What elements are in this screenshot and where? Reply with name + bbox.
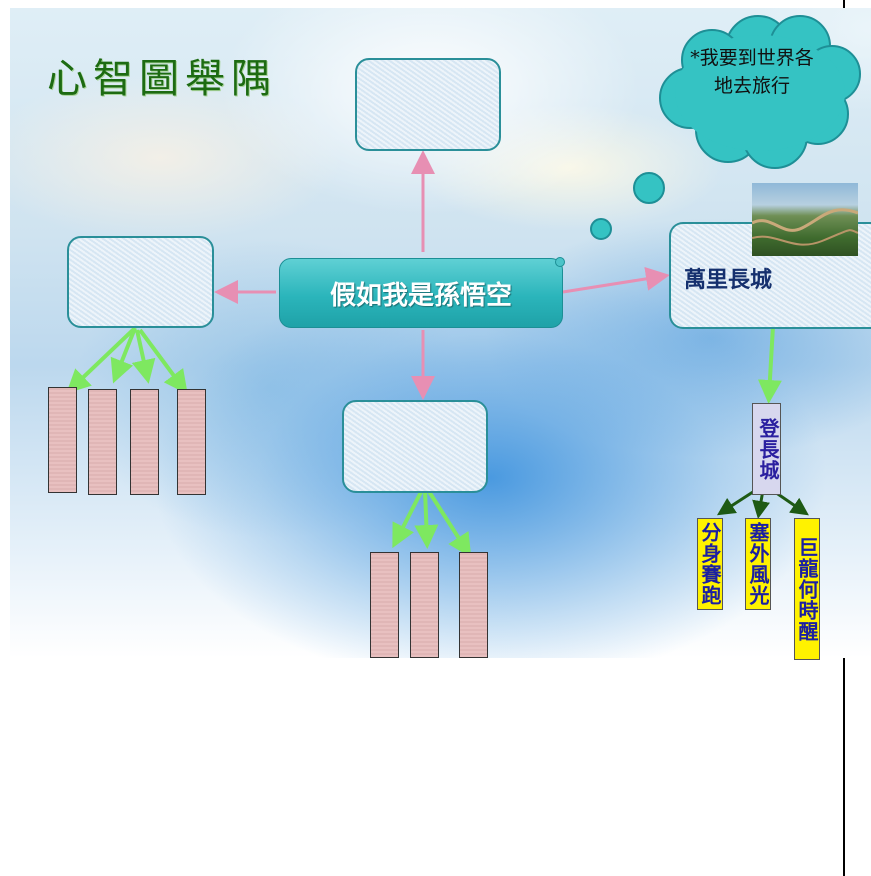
great-wall-photo [752, 183, 858, 256]
great-wall-label: 萬里長城 [684, 268, 773, 293]
arrow-left-2 [110, 327, 137, 384]
arrow-climb-1 [716, 488, 757, 516]
pink-bar-bottom-1 [370, 552, 399, 658]
subtopic-dragon-awake[interactable]: 巨龍何時醒 [794, 518, 820, 660]
right-border-line-bottom [843, 658, 845, 876]
climb-great-wall-node[interactable]: 登長城 [752, 403, 781, 495]
arrow-left-3 [131, 329, 156, 384]
center-node-handle [555, 257, 565, 267]
center-node-label: 假如我是孫悟空 [329, 280, 512, 311]
thought-bubble-small [590, 218, 612, 240]
pink-bar-left-1 [48, 387, 77, 493]
arrow-center-to-right [562, 266, 670, 294]
subtopic-frontier-scenery[interactable]: 塞外風光 [745, 518, 771, 610]
center-node[interactable]: 假如我是孫悟空 [279, 258, 563, 328]
pink-bar-bottom-2 [410, 552, 439, 658]
arrow-wall-to-climb [757, 325, 782, 404]
thought-bubble-large [633, 172, 665, 204]
pink-bar-left-3 [130, 389, 159, 495]
thought-cloud-text: *我要到世界各地去旅行 [690, 47, 814, 97]
arrow-bottom-2 [414, 489, 439, 549]
subtopic-clone-race[interactable]: 分身賽跑 [697, 518, 723, 610]
pink-bar-left-2 [88, 389, 117, 495]
arrow-left-1 [66, 326, 137, 394]
node-left-empty[interactable] [67, 236, 214, 328]
arrow-left-4 [138, 328, 188, 395]
node-top-empty[interactable] [355, 58, 501, 151]
pink-bar-left-4 [177, 389, 206, 495]
node-bottom-empty[interactable] [342, 400, 488, 493]
thought-cloud [659, 15, 861, 169]
arrow-bottom-3 [426, 488, 472, 558]
arrow-bottom-1 [392, 489, 424, 549]
slide-title: 心智圖舉隅 [47, 56, 277, 102]
right-border-line-top [843, 0, 845, 8]
pink-bar-bottom-3 [459, 552, 488, 658]
